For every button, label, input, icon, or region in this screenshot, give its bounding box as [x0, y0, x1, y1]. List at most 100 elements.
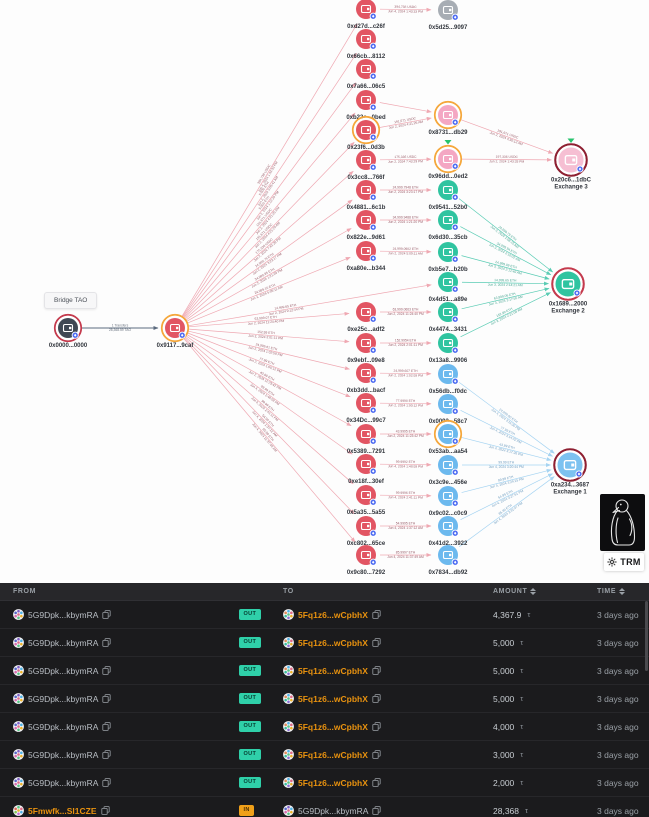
graph-edge-0x9117...9caf-to-0xb3dd...bacf[interactable]	[188, 330, 350, 371]
graph-edge-0x9117...9caf-to-0x34Dc...99c7[interactable]	[187, 332, 351, 398]
graph-node-0x66cb...8112[interactable]: 0x66cb...8112	[347, 29, 386, 60]
graph-edge-0x34Dc...99c7-to-0x0093...58c7[interactable]	[379, 401, 432, 406]
copy-icon[interactable]	[102, 694, 112, 703]
copy-icon[interactable]	[102, 778, 112, 787]
address-link[interactable]: 5G9Dpk...kbymRA	[28, 693, 99, 704]
graph-edge-0x7834...db92-to-0xa234...3687[interactable]	[459, 476, 555, 547]
graph-node-0x56db...f0dc[interactable]: 0x56db...f0dc	[429, 364, 468, 395]
copy-address-button[interactable]	[372, 638, 381, 647]
copy-icon[interactable]	[102, 666, 112, 675]
graph-node-0x9c80...7292[interactable]: 0x9c80...7292	[347, 545, 386, 576]
graph-node-0x9ebf...09e8[interactable]: 0x9ebf...09e8	[347, 333, 385, 364]
copy-icon[interactable]	[372, 638, 381, 647]
copy-icon[interactable]	[372, 750, 381, 759]
graph-edge-0x9117...9caf-to-0xc802...65ce[interactable]	[184, 337, 355, 515]
copy-address-button[interactable]	[372, 806, 382, 815]
graph-node-0x7a66...06c5[interactable]: 0x7a66...06c5	[347, 59, 386, 90]
address-link[interactable]: 5G9Dpk...kbymRA	[28, 609, 99, 620]
graph-node-0xb5e7...b20b[interactable]: 0xb5e7...b20b	[428, 242, 468, 273]
address-link[interactable]: 5Fq1z6...wCpbhX	[298, 665, 368, 676]
graph-edge-0x96dd...0ed2-to-0x20c6...1dbC[interactable]	[461, 157, 553, 162]
copy-address-button[interactable]	[372, 722, 381, 731]
graph-edge-0x9117...9caf-to-0xe18f...30ef[interactable]	[186, 335, 353, 455]
copy-address-button[interactable]	[372, 666, 381, 675]
copy-address-button[interactable]	[372, 694, 381, 703]
graph-node-0x5d25...9097[interactable]: 0x5d25...9097	[429, 0, 468, 31]
graph-edge-0x13a8...9906-to-0x1689...2000[interactable]	[460, 292, 551, 338]
graph-edge-0xa80e...b344-to-0xb5e7...b20b[interactable]	[379, 249, 432, 254]
address-link[interactable]: 5Fq1z6...wCpbhX	[298, 721, 368, 732]
address-link[interactable]: 5G9Dpk...kbymRA	[28, 721, 99, 732]
graph-edge-0xd27d...c26f-to-0x5d25...9097[interactable]	[379, 7, 432, 12]
copy-icon[interactable]	[372, 666, 381, 675]
graph-edge-0x9117...9caf-to-0x4881...6c1b[interactable]	[186, 199, 353, 321]
graph-node-0xb3dd...bacf[interactable]: 0xb3dd...bacf	[347, 363, 386, 394]
copy-address-button[interactable]	[372, 778, 381, 787]
graph-node-0x3c9e...456e[interactable]: 0x3c9e...456e	[429, 455, 468, 486]
graph-edge-0x23f6...0d3b-to-0x8731...db29[interactable]	[379, 116, 432, 128]
graph-edge-0x9117...9caf-to-0x23f6...0d3b[interactable]	[184, 141, 355, 319]
graph-edge-0x9117...9caf-to-0x9ebf...09e8[interactable]	[188, 328, 350, 344]
copy-address-button[interactable]	[102, 666, 112, 675]
graph-edge-0xb5e7...b20b-to-0x1689...2000[interactable]	[461, 255, 550, 280]
graph-node-0x4474...3431[interactable]: 0x4474...3431	[429, 302, 468, 333]
graph-edge-0x9117...9caf-to-0x822e...9d61[interactable]	[187, 228, 352, 322]
address-link[interactable]: 5G9Dpk...kbymRA	[28, 665, 99, 676]
graph-edge-0x5a35...5a55-to-0x9c02...c0c9[interactable]	[379, 493, 432, 498]
graph-edge-0x9117...9caf-to-0x5389...7291[interactable]	[187, 334, 352, 427]
graph-edge-0x9117...9caf-to-0xe25c...adf2[interactable]	[188, 311, 350, 328]
graph-node-0x9541...52b0[interactable]: 0x9541...52b0	[429, 180, 468, 211]
graph-node-0x0000...0000[interactable]: 0x0000...0000	[49, 313, 88, 349]
graph-node-0x9c02...c0c9[interactable]: 0x9c02...c0c9	[429, 486, 468, 517]
copy-address-button[interactable]	[102, 778, 112, 787]
graph-edge-0x9117...9caf-to-0x9c80...7292[interactable]	[183, 338, 356, 543]
graph-edge-0x9117...9caf-to-0x66cb...8112[interactable]	[182, 52, 357, 317]
address-link[interactable]: 5Fq1z6...wCpbhX	[298, 637, 368, 648]
graph-edge-0x6d30...35cb-to-0x1689...2000[interactable]	[460, 226, 552, 276]
address-link[interactable]: 5Fmwfk...SI1CZE	[28, 805, 97, 816]
copy-icon[interactable]	[372, 694, 381, 703]
copy-icon[interactable]	[102, 750, 112, 759]
address-link[interactable]: 5G9Dpk...kbymRA	[28, 749, 99, 760]
graph-node-0x9117...9caf[interactable]: 0x9117...9caf	[157, 313, 195, 349]
graph-edge-0xe18f...30ef-to-0x3c9e...456e[interactable]	[379, 462, 432, 467]
copy-address-button[interactable]	[102, 750, 112, 759]
graph-edge-0x9117...9caf-to-0xb23e...0bed[interactable]	[183, 112, 356, 318]
graph-node-0x96dd...0ed2[interactable]: 0x96dd...0ed2	[428, 140, 468, 180]
address-link[interactable]: 5G9Dpk...kbymRA	[28, 637, 99, 648]
graph-node-0x5a35...5a55[interactable]: 0x5a35...5a55	[347, 485, 386, 516]
copy-icon[interactable]	[102, 610, 112, 619]
graph-node-0x53ab...aa54[interactable]: 0x53ab...aa54	[429, 419, 468, 455]
amount-sort-icon[interactable]	[530, 588, 537, 595]
graph-edge-0x8731...db29-to-0x20c6...1dbC[interactable]	[461, 119, 554, 154]
graph-edge-0xb3dd...bacf-to-0x56db...f0dc[interactable]	[379, 371, 432, 376]
graph-edge-0x9117...9caf-to-0x7a66...06c5[interactable]	[183, 82, 357, 317]
graph-node-0x23f6...0d3b[interactable]: 0x23f6...0d3b	[347, 115, 385, 151]
address-link[interactable]: 5Fq1z6...wCpbhX	[298, 693, 368, 704]
graph-node-0x8731...db29[interactable]: 0x8731...db29	[428, 100, 468, 136]
copy-icon[interactable]	[372, 722, 381, 731]
time-sort-icon[interactable]	[619, 588, 626, 595]
graph-node-0x4d51...a89e[interactable]: 0x4d51...a89e	[429, 272, 468, 303]
graph-edge-0x9117...9caf-to-0xd27d...c26f[interactable]	[181, 23, 358, 317]
graph-edge-0x9117...9caf-to-0x5a35...5a55[interactable]	[185, 336, 354, 485]
copy-icon[interactable]	[102, 638, 112, 647]
graph-node-0x4881...6c1b[interactable]: 0x4881...6c1b	[347, 180, 386, 211]
graph-edge-0x4d51...a89e-to-0x1689...2000[interactable]	[461, 281, 550, 286]
address-link[interactable]: 5Fq1z6...wCpbhX	[298, 777, 368, 788]
copy-address-button[interactable]	[372, 610, 381, 619]
copy-address-button[interactable]	[102, 722, 112, 731]
graph-edge-0x9117...9caf-to-0x3cc8...766f[interactable]	[185, 170, 354, 320]
address-link[interactable]: 5G9Dpk...kbymRA	[298, 805, 369, 816]
graph-node-0xd27d...c26f[interactable]: 0xd27d...c26f	[347, 0, 386, 30]
copy-icon[interactable]	[102, 722, 112, 731]
copy-address-button[interactable]	[102, 610, 112, 619]
graph-node-0xe25c...adf2[interactable]: 0xe25c...adf2	[347, 302, 385, 333]
